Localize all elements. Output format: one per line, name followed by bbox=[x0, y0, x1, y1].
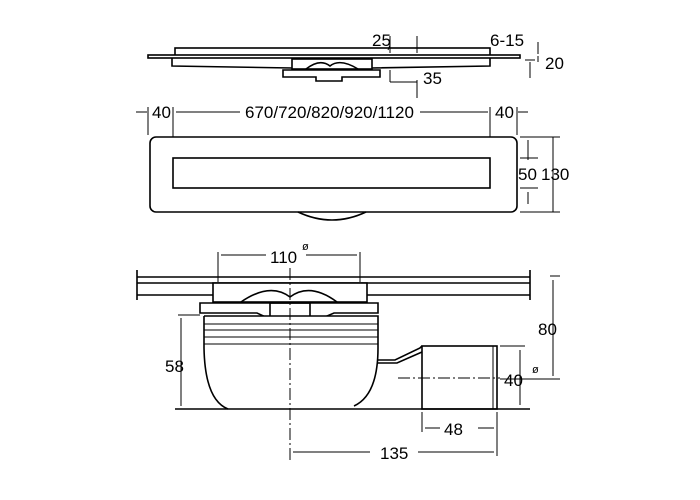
section-view: 110 ø 58 80 40 ø 48 135 bbox=[136, 241, 560, 463]
dim-20: 20 bbox=[545, 54, 564, 73]
dim-25: 25 bbox=[372, 31, 391, 50]
dim-length: 670/720/820/920/1120 bbox=[245, 103, 414, 122]
dim-right-40: 40 bbox=[495, 103, 514, 122]
dim-left-40: 40 bbox=[152, 103, 171, 122]
plan-view: 40 670/720/820/920/1120 40 50 130 bbox=[136, 103, 569, 221]
dim-40: 40 bbox=[504, 371, 523, 390]
dim-135: 135 bbox=[380, 444, 408, 463]
dim-slot-50: 50 bbox=[518, 165, 537, 184]
dim-6-15: 6-15 bbox=[490, 31, 524, 50]
diameter-symbol-110: ø bbox=[302, 241, 309, 253]
side-view-top: 25 6-15 20 35 bbox=[147, 31, 564, 98]
dim-48: 48 bbox=[444, 420, 463, 439]
diameter-symbol-40: ø bbox=[532, 364, 539, 376]
dim-58: 58 bbox=[165, 357, 184, 376]
dim-80: 80 bbox=[538, 320, 557, 339]
dim-35: 35 bbox=[423, 69, 442, 88]
dim-110: 110 bbox=[270, 248, 297, 267]
dim-width-130: 130 bbox=[541, 165, 569, 184]
